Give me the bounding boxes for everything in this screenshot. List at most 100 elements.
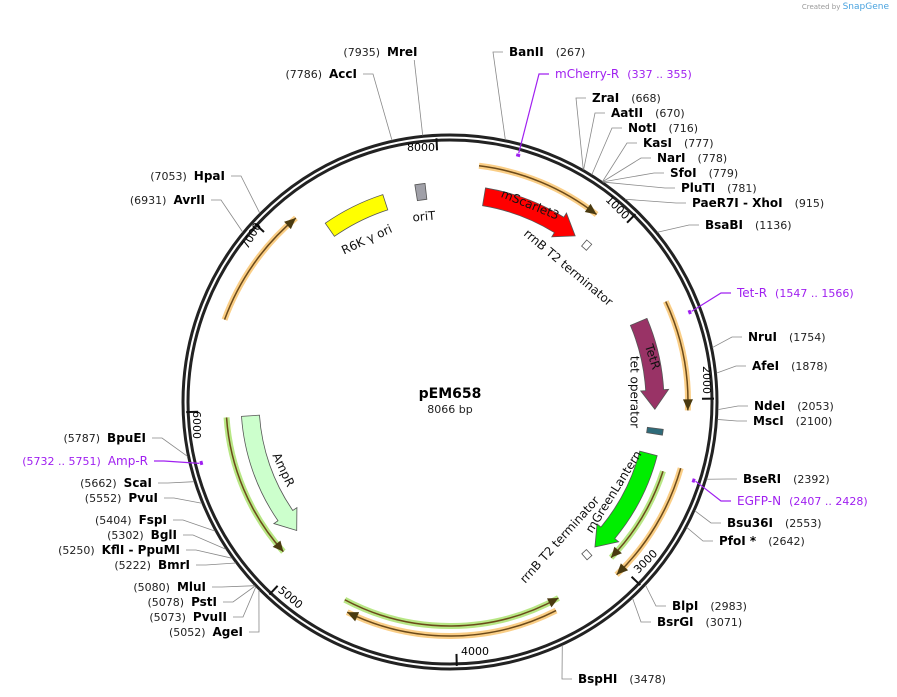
site-leader-line (196, 562, 236, 566)
site-acci[interactable]: AccI(7786) (285, 67, 393, 141)
site-bsphi[interactable]: BspHI(3478) (561, 645, 666, 686)
site-nrui[interactable]: NruI (1754) (712, 330, 826, 348)
site-name: MreI (387, 45, 417, 59)
site-leader-line (602, 172, 664, 183)
site-position: (1136) (755, 219, 792, 232)
site-mlui[interactable]: MluI(5080) (133, 580, 255, 594)
site-leader-line (152, 437, 188, 457)
site-leader-line (186, 549, 233, 559)
credit-prefix: Created by (801, 3, 841, 11)
site-fspi[interactable]: FspI(5404) (95, 513, 216, 532)
site-position: (5552) (85, 492, 122, 505)
site-name: PvuI (128, 491, 158, 505)
orf-line (478, 165, 598, 216)
orf-line (223, 217, 297, 320)
site-leader-line (492, 51, 506, 140)
site-position: (5787) (63, 432, 100, 445)
orf-line (616, 467, 682, 576)
site-name: SfoI (670, 166, 697, 180)
site-name: BlpI (672, 599, 698, 613)
site-position: (5080) (133, 581, 170, 594)
site-kasi[interactable]: KasI(777) (602, 136, 714, 182)
site-position: (5662) (80, 477, 117, 490)
site-leader-line (686, 527, 713, 542)
site-position: (670) (655, 107, 685, 120)
orf-arrowhead (546, 597, 559, 608)
orf-line (344, 597, 559, 627)
site-amp-r[interactable]: Amp-R(5732 .. 5751) (22, 454, 204, 468)
site-agei[interactable]: AgeI(5052) (169, 589, 260, 639)
site-name: BanII (509, 45, 544, 59)
site-position: (5732 .. 5751) (22, 455, 101, 468)
site-sfoi[interactable]: SfoI(779) (602, 166, 738, 183)
site-afei[interactable]: AfeI(1878) (716, 359, 828, 374)
site-name: mCherry-R (555, 67, 619, 81)
site-position: (777) (684, 137, 714, 150)
site-bgli[interactable]: BglI(5302) (107, 528, 227, 550)
site-nari[interactable]: NarI(778) (602, 151, 727, 183)
site-leader-line (657, 224, 699, 233)
site-name: ZraI (592, 91, 619, 105)
site-pfoi-[interactable]: PfoI *(2642) (686, 527, 805, 548)
tick-mark (268, 585, 279, 596)
site-name: Bsu36I (727, 516, 773, 530)
feature-tet-operator[interactable] (646, 426, 664, 436)
site-psti[interactable]: PstI(5078) (147, 585, 256, 609)
site-aatii[interactable]: AatII(670) (583, 106, 685, 170)
feature-mgreenlantern[interactable] (594, 450, 658, 548)
site-ndei[interactable]: NdeI(2053) (717, 399, 834, 413)
site-scai[interactable]: ScaI(5662) (80, 476, 195, 490)
feature-mscarlet3[interactable] (482, 187, 576, 238)
site-paer7i-xhoi[interactable]: PaeR7I - XhoI(915) (625, 196, 824, 210)
site-leader-line (212, 585, 255, 588)
site-bsu36i[interactable]: Bsu36I(2553) (694, 510, 822, 530)
site-zrai[interactable]: ZraI(668) (575, 91, 661, 170)
site-pvuii[interactable]: PvuII(5073) (149, 586, 257, 624)
site-egfp-n[interactable]: EGFP-N(2407 .. 2428) (691, 478, 868, 508)
site-leader-line (717, 419, 747, 422)
site-position: (1878) (791, 360, 828, 373)
site-layer: MreI(7935) BanII(267)mCherry-R(337 .. 355… (22, 45, 867, 686)
site-name: BsaBI (705, 218, 743, 232)
site-name: PvuII (193, 610, 227, 624)
site-tet-r[interactable]: Tet-R(1547 .. 1566) (687, 286, 854, 315)
site-name: BsrGI (657, 615, 694, 629)
site-leader-line (691, 292, 731, 312)
site-bseri[interactable]: BseRI(2392) (706, 472, 830, 486)
site-name: BmrI (158, 558, 190, 572)
feature-rrnb-t2-terminator[interactable] (581, 239, 593, 251)
feature-ampr[interactable] (241, 414, 298, 532)
site-bmri[interactable]: BmrI (5222) (114, 558, 236, 572)
primer-mark (515, 153, 521, 158)
site-name: AccI (329, 67, 357, 81)
site-position: (2642) (768, 535, 805, 548)
site-mrei[interactable]: MreI(7935) (343, 45, 424, 136)
site-kfli-ppumi[interactable]: KflI - PpuMI(5250) (58, 543, 233, 559)
feature-r6k-ori[interactable] (324, 194, 389, 237)
feature-orit[interactable] (414, 182, 428, 202)
site-position: (5404) (95, 514, 132, 527)
site-banii[interactable]: BanII(267) (492, 45, 585, 140)
site-mcherry-r[interactable]: mCherry-R(337 .. 355) (515, 67, 692, 158)
site-pvui[interactable]: PvuI (5552) (85, 491, 202, 505)
site-pluti[interactable]: PluTI(781) (603, 181, 757, 195)
site-name: NruI (748, 330, 777, 344)
site-noti[interactable]: NotI(716) (591, 121, 699, 175)
site-leader-line (164, 497, 202, 504)
plasmid-name: pEM658 (419, 386, 482, 402)
tick-label: 1000 (603, 193, 632, 222)
site-position: (5222) (114, 559, 151, 572)
site-name: BspHI (578, 672, 617, 686)
site-bsabi[interactable]: BsaBI (1136) (657, 218, 792, 233)
site-blpi[interactable]: BlpI(2983) (645, 585, 747, 613)
site-hpai[interactable]: HpaI(7053) (150, 169, 261, 214)
site-avrii[interactable]: AvrII(6931) (130, 193, 244, 233)
feature-tetr[interactable] (629, 317, 670, 410)
site-position: (716) (669, 122, 699, 135)
site-leader-line (583, 112, 605, 170)
feature-rrnb-t2-terminator[interactable] (581, 549, 593, 561)
site-msci[interactable]: MscI(2100) (717, 414, 832, 428)
site-bsrgi[interactable]: BsrGI(3071) (632, 598, 743, 629)
site-position: (1754) (789, 331, 826, 344)
site-bpuei[interactable]: BpuEI(5787) (63, 431, 188, 457)
